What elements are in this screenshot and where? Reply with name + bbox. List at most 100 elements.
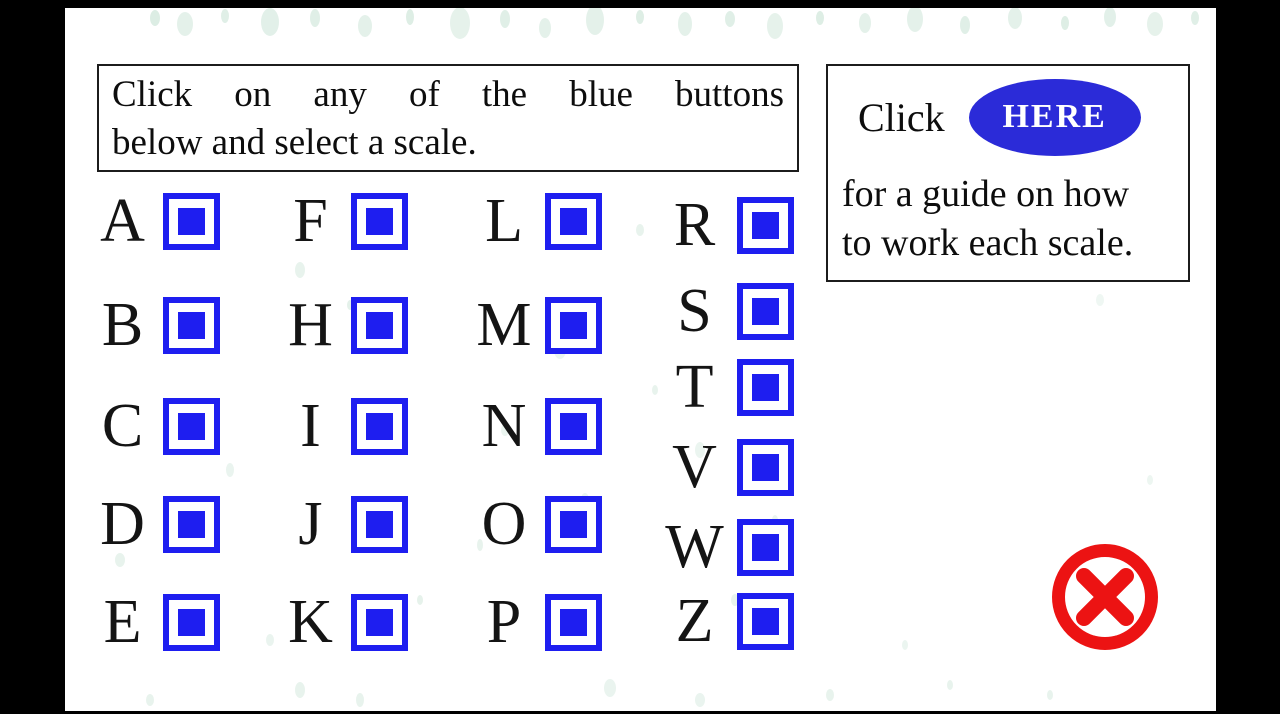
- instruction-text-line1: Click on any of the blue buttons: [112, 74, 784, 115]
- blue-square-icon: [752, 454, 779, 481]
- scale-letter-b: B: [101, 291, 144, 359]
- scale-button-w[interactable]: [737, 519, 794, 576]
- blue-square-icon: [752, 212, 779, 239]
- instruction-text-line2: below and select a scale.: [112, 122, 477, 163]
- scale-letter-a: A: [100, 187, 145, 255]
- scale-button-c[interactable]: [163, 398, 220, 455]
- instruction-box: Click on any of the blue buttons below a…: [97, 64, 799, 172]
- scale-letter-k: K: [288, 588, 333, 656]
- scale-letter-d: D: [100, 490, 145, 558]
- guide-here-label: HERE: [1002, 98, 1107, 135]
- blue-square-icon: [178, 413, 205, 440]
- scale-button-i[interactable]: [351, 398, 408, 455]
- scale-letter-h: H: [288, 291, 333, 359]
- scale-button-s[interactable]: [737, 283, 794, 340]
- blue-square-icon: [366, 208, 393, 235]
- scale-letter-f: F: [293, 187, 328, 255]
- scale-letter-e: E: [103, 588, 142, 656]
- scale-cell-l: L: [463, 187, 602, 255]
- scale-letter-c: C: [101, 392, 144, 460]
- scale-button-l[interactable]: [545, 193, 602, 250]
- scale-letter-s: S: [677, 277, 712, 345]
- guide-box-top-row: Click HERE: [858, 72, 1188, 162]
- blue-square-icon: [366, 511, 393, 538]
- scale-cell-e: E: [82, 588, 220, 656]
- scale-cell-c: C: [82, 392, 220, 460]
- scale-button-e[interactable]: [163, 594, 220, 651]
- scale-letter-i: I: [300, 392, 321, 460]
- scale-cell-i: I: [270, 392, 408, 460]
- scale-cell-k: K: [270, 588, 408, 656]
- frame-left-bar: [0, 0, 65, 714]
- blue-square-icon: [752, 534, 779, 561]
- scale-button-n[interactable]: [545, 398, 602, 455]
- scale-button-v[interactable]: [737, 439, 794, 496]
- scale-cell-r: R: [652, 191, 794, 259]
- blue-square-icon: [752, 298, 779, 325]
- scale-button-f[interactable]: [351, 193, 408, 250]
- scale-cell-n: N: [463, 392, 602, 460]
- scale-cell-j: J: [270, 490, 408, 558]
- scale-button-p[interactable]: [545, 594, 602, 651]
- scale-cell-m: M: [463, 291, 602, 359]
- scale-button-r[interactable]: [737, 197, 794, 254]
- scale-letter-o: O: [481, 490, 527, 558]
- guide-description-line1: for a guide on how: [842, 173, 1130, 215]
- scale-letter-r: R: [673, 191, 716, 259]
- guide-here-button[interactable]: HERE: [968, 78, 1141, 156]
- scale-button-t[interactable]: [737, 359, 794, 416]
- guide-description-line2: to work each scale.: [842, 222, 1134, 264]
- blue-square-icon: [560, 511, 587, 538]
- scale-cell-d: D: [82, 490, 220, 558]
- blue-square-icon: [366, 609, 393, 636]
- scale-button-b[interactable]: [163, 297, 220, 354]
- blue-square-icon: [366, 413, 393, 440]
- scale-letter-z: Z: [675, 587, 714, 655]
- scale-cell-w: W: [652, 513, 794, 581]
- blue-square-icon: [178, 312, 205, 339]
- blue-square-icon: [752, 608, 779, 635]
- scale-letter-w: W: [665, 513, 724, 581]
- blue-square-icon: [178, 609, 205, 636]
- scale-letter-j: J: [298, 490, 323, 558]
- scale-letter-l: L: [485, 187, 523, 255]
- scale-letter-t: T: [675, 353, 714, 421]
- blue-square-icon: [560, 413, 587, 440]
- scale-cell-z: Z: [652, 587, 794, 655]
- blue-square-icon: [560, 609, 587, 636]
- blue-square-icon: [366, 312, 393, 339]
- scale-cell-a: A: [82, 187, 220, 255]
- scale-button-z[interactable]: [737, 593, 794, 650]
- scale-button-j[interactable]: [351, 496, 408, 553]
- scale-button-m[interactable]: [545, 297, 602, 354]
- scale-cell-f: F: [270, 187, 408, 255]
- scale-letter-v: V: [672, 433, 717, 501]
- scale-button-d[interactable]: [163, 496, 220, 553]
- circled-x-icon: [1052, 544, 1158, 650]
- close-button[interactable]: [1049, 541, 1161, 653]
- blue-square-icon: [178, 511, 205, 538]
- guide-box: Click HERE for a guide on how to work ea…: [826, 64, 1190, 282]
- guide-click-label: Click: [858, 94, 945, 140]
- scale-cell-b: B: [82, 291, 220, 359]
- scale-letter-p: P: [486, 588, 522, 656]
- scale-button-h[interactable]: [351, 297, 408, 354]
- scale-button-k[interactable]: [351, 594, 408, 651]
- scale-cell-h: H: [270, 291, 408, 359]
- blue-square-icon: [178, 208, 205, 235]
- scale-cell-s: S: [652, 277, 794, 345]
- scale-letter-n: N: [481, 392, 527, 460]
- scale-cell-v: V: [652, 433, 794, 501]
- frame-bottom-line: [0, 711, 1280, 714]
- blue-square-icon: [560, 312, 587, 339]
- scale-letter-m: M: [476, 291, 532, 359]
- blue-square-icon: [560, 208, 587, 235]
- scale-button-a[interactable]: [163, 193, 220, 250]
- scale-cell-o: O: [463, 490, 602, 558]
- blue-square-icon: [752, 374, 779, 401]
- frame-right-bar: [1216, 0, 1280, 714]
- frame-top-bar: [0, 0, 1280, 8]
- scale-cell-p: P: [463, 588, 602, 656]
- scale-button-o[interactable]: [545, 496, 602, 553]
